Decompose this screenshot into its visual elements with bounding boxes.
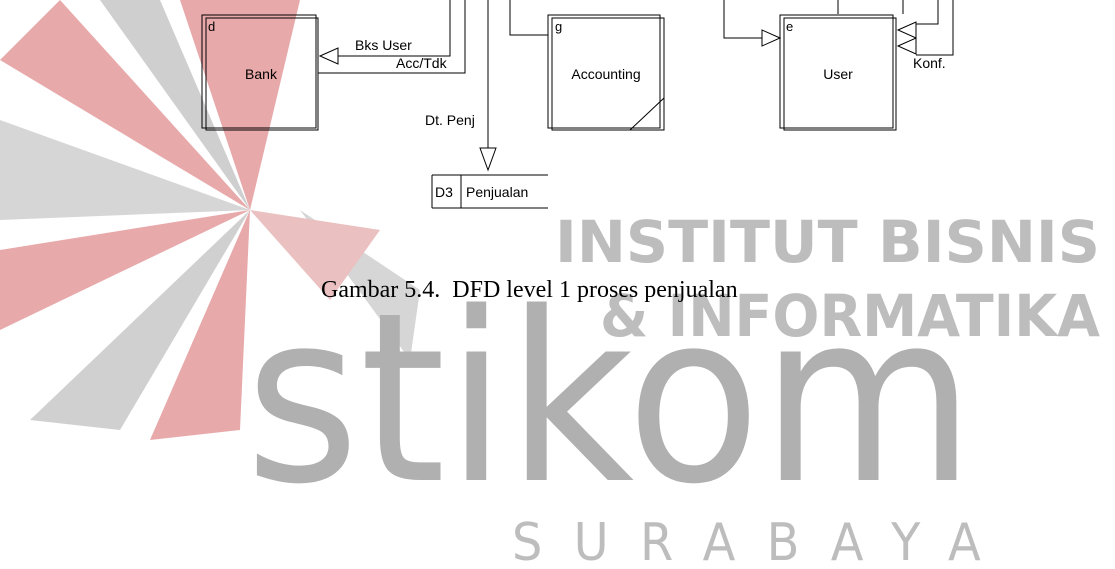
datastore-name: Penjualan [466,184,528,200]
entity-user: e User [780,15,896,130]
flow-konf-arrowhead-2 [898,38,916,54]
flow-label-bks-user: Bks User [355,37,412,53]
flow-konf-line-1 [916,0,938,24]
flow-konf-line-2 [916,0,953,55]
entity-accounting: g Accounting [548,15,664,130]
entity-bank-name: Bank [245,66,278,82]
datastore-code: D3 [435,184,453,200]
flow-label-konf: Konf. [913,55,946,71]
figure-caption: Gambar 5.4. DFD level 1 proses penjualan [321,277,738,303]
entity-user-letter: e [786,19,793,34]
flow-user-in-line [724,0,762,38]
watermark-brand: stikom [245,263,975,536]
flow-bks-user-arrowhead [320,48,338,64]
flow-dt-penj-arrowhead [480,148,496,170]
flow-user-in-arrowhead [762,30,780,46]
entity-accounting-letter: g [555,19,562,34]
datastore-penjualan: D3 Penjualan [432,175,548,208]
entity-user-name: User [823,66,853,82]
flow-konf-arrowhead-1 [898,22,916,38]
flow-accounting-line [510,0,548,35]
entity-accounting-name: Accounting [571,66,640,82]
entity-bank-letter: d [208,19,215,34]
flow-label-dt-penj: Dt. Penj [425,112,475,128]
watermark-city: SURABAYA [512,513,1012,569]
flow-label-acc-tdk: Acc/Tdk [396,55,448,71]
